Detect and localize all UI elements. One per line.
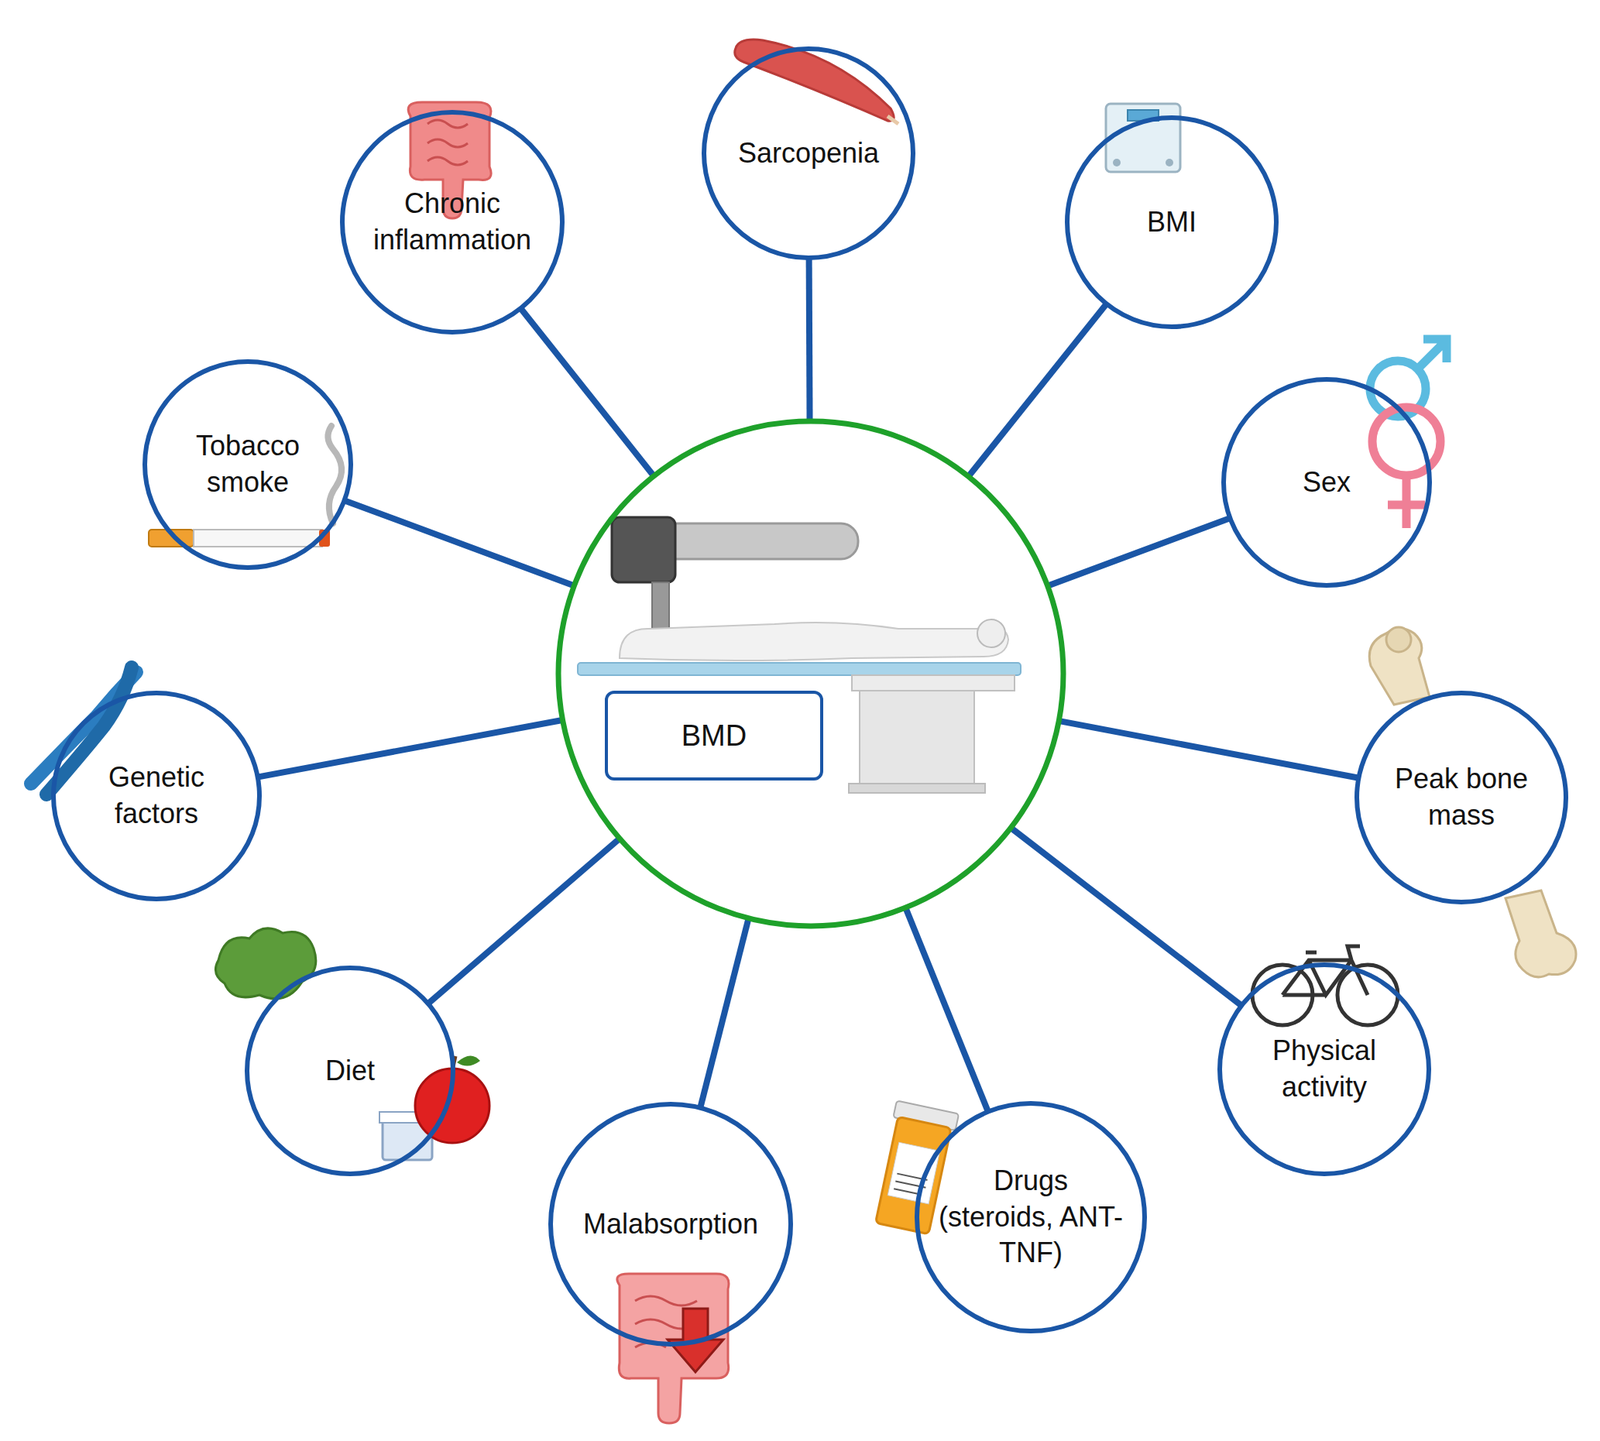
cigarette-icon [148, 425, 342, 547]
connector-line [1012, 828, 1241, 1006]
bone-icon [1369, 627, 1576, 978]
circle-border [916, 1103, 1145, 1332]
circle-border [53, 693, 260, 900]
circle-border [703, 48, 914, 258]
circle-border [247, 968, 454, 1175]
connector-line [700, 920, 749, 1108]
connector-line [521, 309, 653, 475]
hub-outline [555, 418, 1067, 930]
bicycle-icon [1252, 946, 1398, 1026]
factor-circle: Drugs (steroids, ANT-TNF) [914, 1101, 1147, 1334]
connector-line [345, 501, 574, 586]
factor-label: Diet [261, 1053, 439, 1090]
connector-line [969, 304, 1106, 476]
intestine-icon [617, 1273, 729, 1424]
connector-line [806, 258, 814, 420]
connector-line [258, 720, 562, 777]
circle-outline [339, 109, 565, 335]
circle-border [144, 361, 351, 568]
hub-label: BMD [604, 690, 824, 781]
circle-border [1356, 693, 1566, 903]
factor-label: Chronic inflammation [357, 185, 547, 259]
muscle-icon [734, 39, 899, 124]
factor-label: Drugs (steroids, ANT-TNF) [933, 1163, 1129, 1272]
factor-label: Sarcopenia [718, 135, 899, 172]
scale-icon [1105, 103, 1181, 172]
connector-line [1049, 518, 1230, 586]
factor-circle: BMI [1064, 115, 1279, 330]
factor-circle: Malabsorption [548, 1102, 794, 1347]
circle-border [550, 1104, 791, 1345]
circle-outline [51, 690, 262, 902]
factor-circle: Physical activity [1217, 962, 1432, 1177]
dxa-scanner-icon [577, 517, 1021, 794]
circle-border [1223, 379, 1430, 586]
factor-label: BMI [1081, 204, 1262, 241]
factor-circle: Chronic inflammation [339, 109, 565, 335]
circle-outline [142, 359, 354, 570]
factor-label: Malabsorption [567, 1206, 773, 1243]
factor-circle: Genetic factors [51, 690, 262, 902]
factor-circle: Tobacco smoke [142, 359, 354, 570]
factor-label: Genetic factors [68, 759, 245, 833]
factor-circle: Diet [244, 965, 456, 1177]
hub-circle: BMD [555, 418, 1067, 930]
sex-symbols-icon [1369, 339, 1447, 529]
factor-circle: Peak bone mass [1354, 690, 1569, 905]
circle-border [1219, 964, 1429, 1175]
circle-border [1067, 117, 1277, 327]
connector-line [428, 839, 619, 1003]
circle-outline [1217, 962, 1432, 1177]
circle-border [558, 421, 1064, 927]
factor-label: Peak bone mass [1371, 761, 1552, 835]
connector-line [1060, 721, 1358, 778]
factor-label: Tobacco smoke [159, 428, 337, 502]
circle-border [342, 112, 563, 333]
factor-circle: Sex [1221, 377, 1432, 588]
connector-line [906, 909, 988, 1112]
factor-circle: Sarcopenia [701, 46, 916, 261]
factor-label: Physical activity [1234, 1033, 1415, 1106]
circle-outline [1354, 690, 1569, 905]
factor-label: Sex [1238, 464, 1415, 502]
